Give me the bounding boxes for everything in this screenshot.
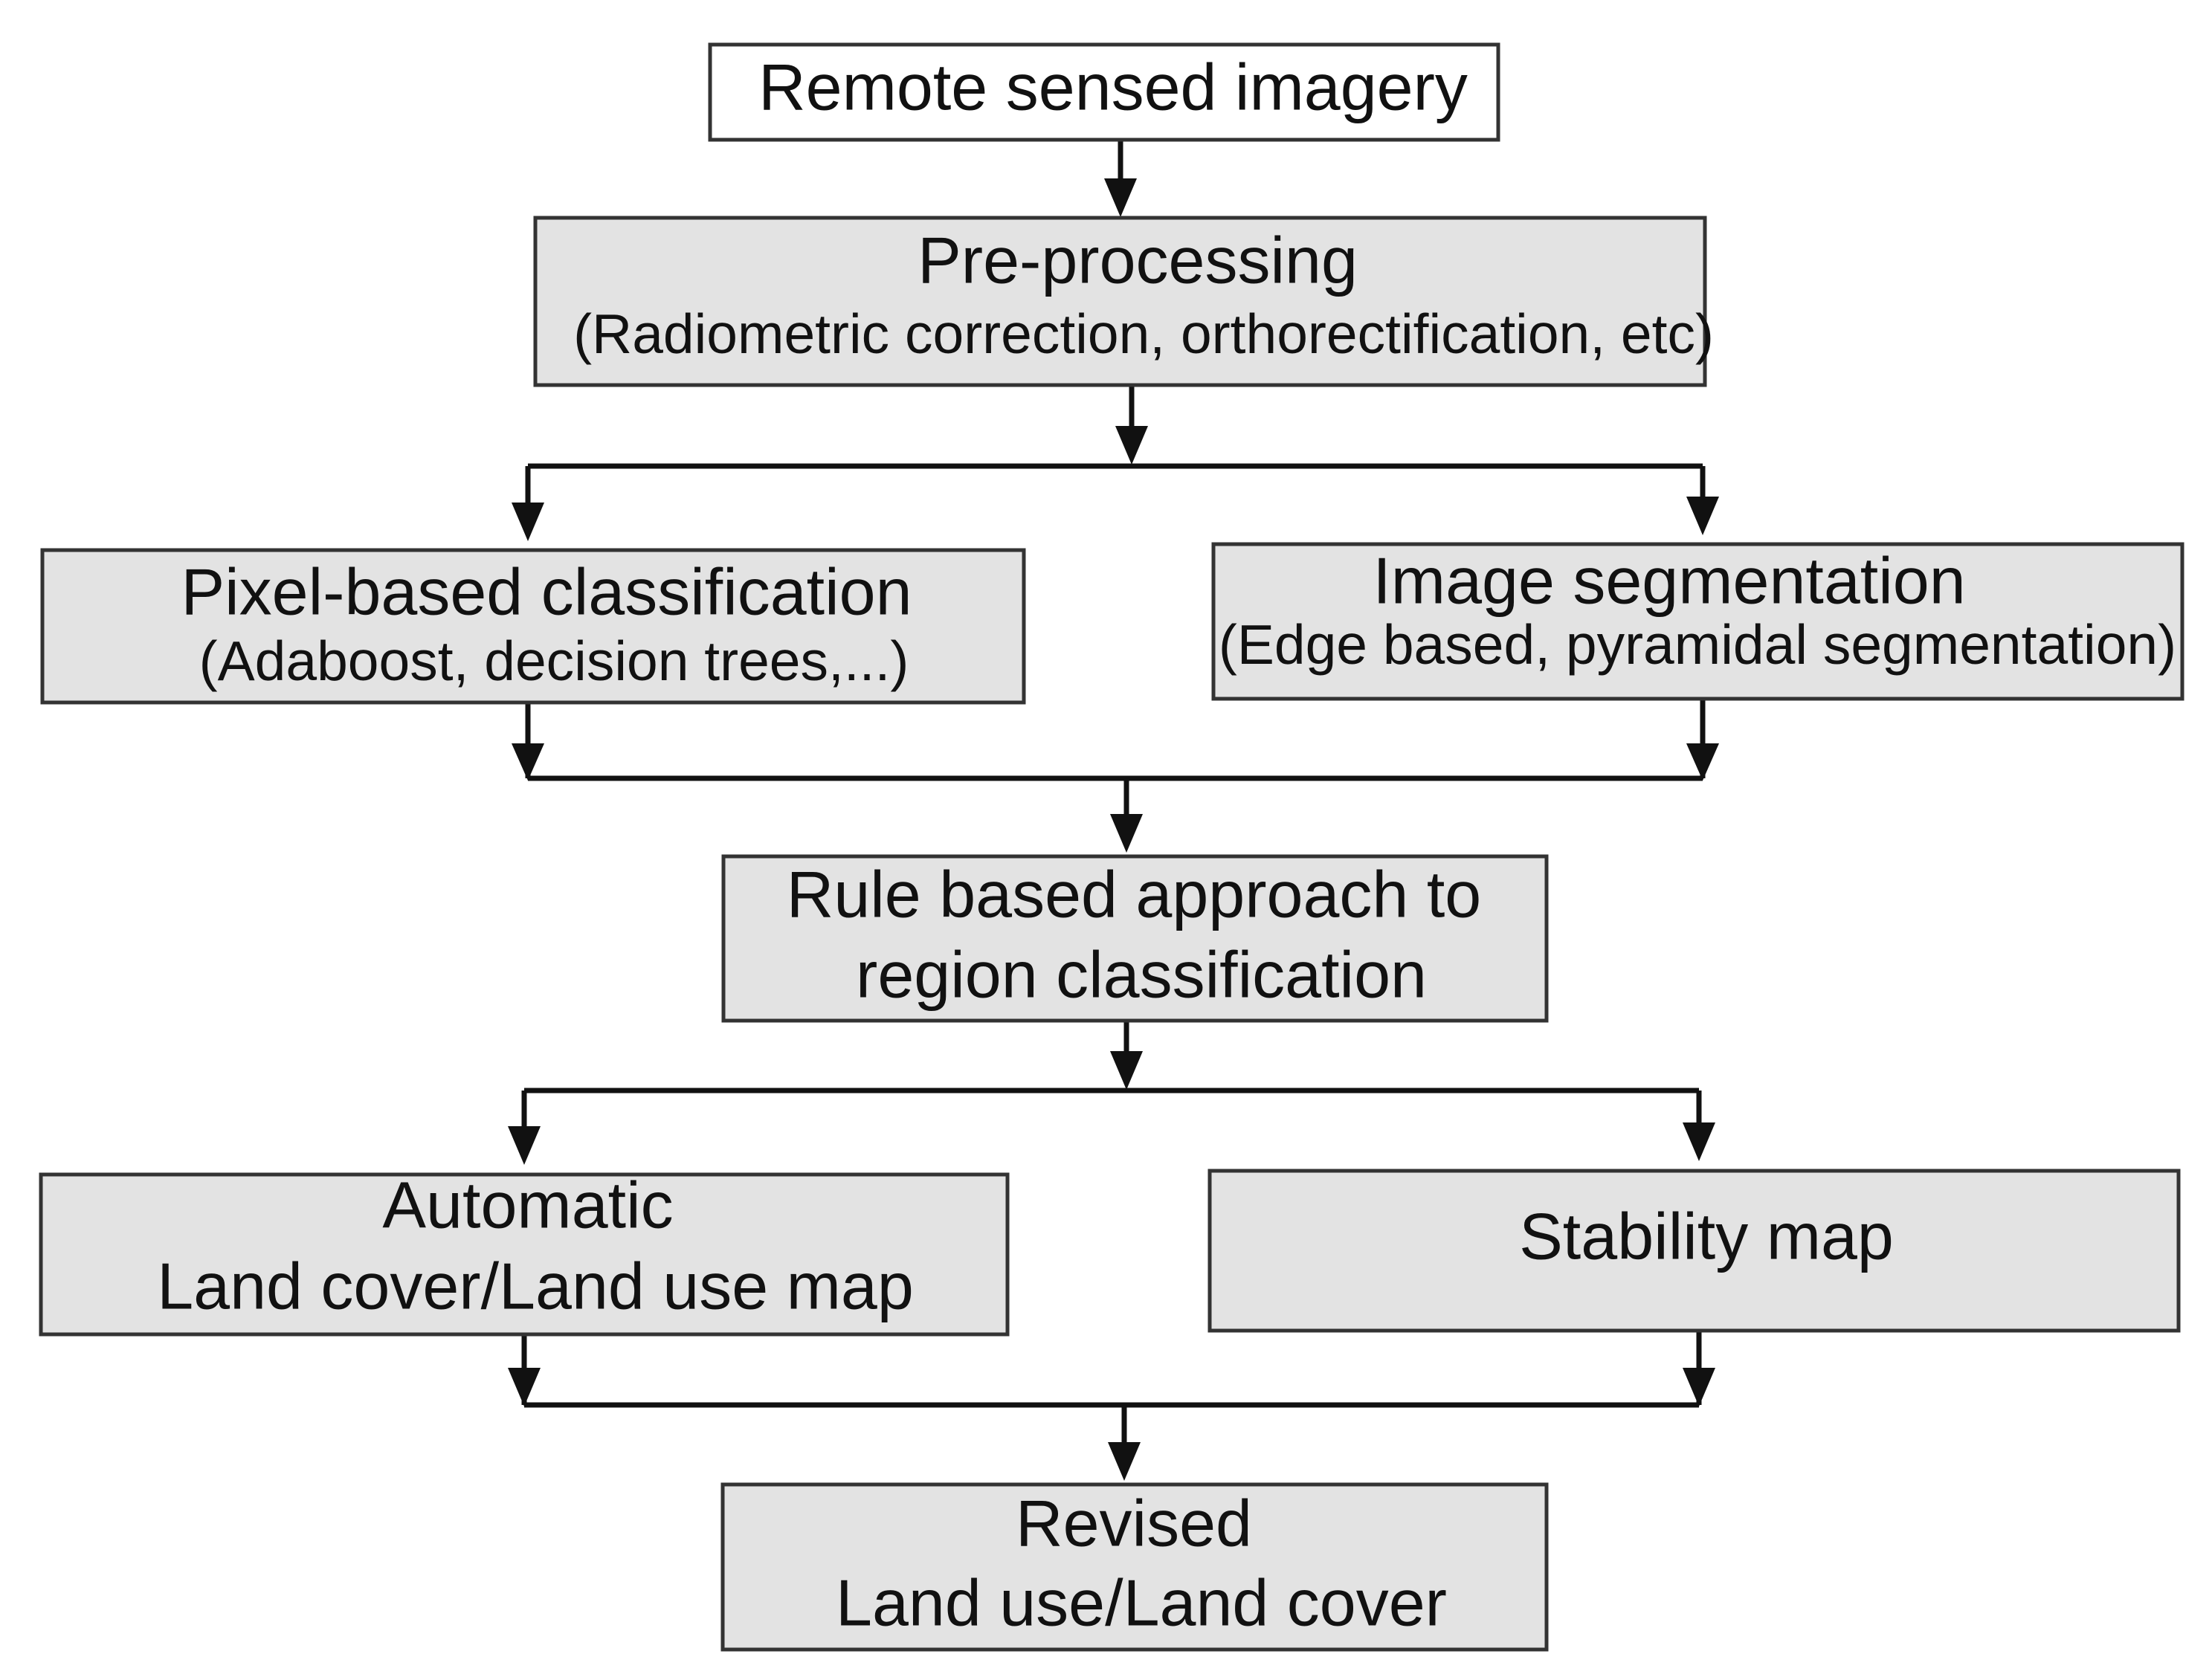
arrowhead — [1104, 178, 1137, 217]
node-box — [1211, 542, 2184, 701]
node-box — [708, 42, 1500, 142]
node-stability-map: Stability map — [1207, 1169, 2181, 1333]
node-title: Stability map — [1519, 1199, 1894, 1273]
node-preprocessing: Pre-processing (Radiometric correction, … — [533, 216, 1714, 387]
arrowhead — [512, 743, 544, 781]
connectors — [508, 140, 1719, 1481]
arrowhead — [1108, 1442, 1141, 1481]
node-pixel-classification: Pixel-based classification (Adaboost, de… — [40, 548, 1026, 705]
node-image-segmentation: Image segmentation (Edge based, pyramida… — [1211, 542, 2184, 701]
node-title: Pixel-based classification — [181, 555, 912, 628]
node-title: Rule based approach to — [787, 857, 1481, 931]
node-box — [533, 216, 1707, 387]
arrowhead — [508, 1126, 541, 1165]
node-title: Remote sensed imagery — [758, 50, 1468, 123]
node-subtitle: (Edge based, pyramidal segmentation) — [1219, 613, 2176, 676]
arrowhead — [1683, 1368, 1715, 1406]
node-title: Revised — [1016, 1486, 1252, 1560]
node-title-line2: Land cover/Land use map — [157, 1249, 914, 1322]
node-rule-based: Rule based approach to region classifica… — [721, 854, 1549, 1023]
node-title: Image segmentation — [1373, 543, 1965, 617]
node-subtitle: (Adaboost, decision trees,...) — [199, 630, 909, 692]
arrowhead — [1110, 1051, 1143, 1090]
arrowhead — [1110, 814, 1143, 853]
arrowhead — [1686, 743, 1719, 781]
node-revised: Revised Land use/Land cover — [720, 1482, 1549, 1652]
node-imagery: Remote sensed imagery — [708, 42, 1500, 142]
arrowhead — [508, 1368, 541, 1406]
node-box — [720, 1482, 1549, 1652]
node-automatic-map: Automatic Land cover/Land use map — [39, 1168, 1010, 1337]
node-subtitle: (Radiometric correction, orthorectificat… — [573, 303, 1714, 365]
node-box — [39, 1172, 1010, 1337]
arrowhead — [1683, 1122, 1715, 1161]
node-box — [40, 548, 1026, 705]
node-title-line2: Land use/Land cover — [836, 1566, 1447, 1639]
node-title: Automatic — [382, 1168, 673, 1241]
arrowhead — [1686, 497, 1719, 535]
node-box — [721, 854, 1549, 1023]
node-box — [1207, 1169, 2181, 1333]
arrowhead — [512, 503, 544, 541]
arrowhead — [1115, 426, 1148, 465]
node-title-line2: region classification — [856, 937, 1427, 1011]
node-title: Pre-processing — [918, 223, 1358, 297]
